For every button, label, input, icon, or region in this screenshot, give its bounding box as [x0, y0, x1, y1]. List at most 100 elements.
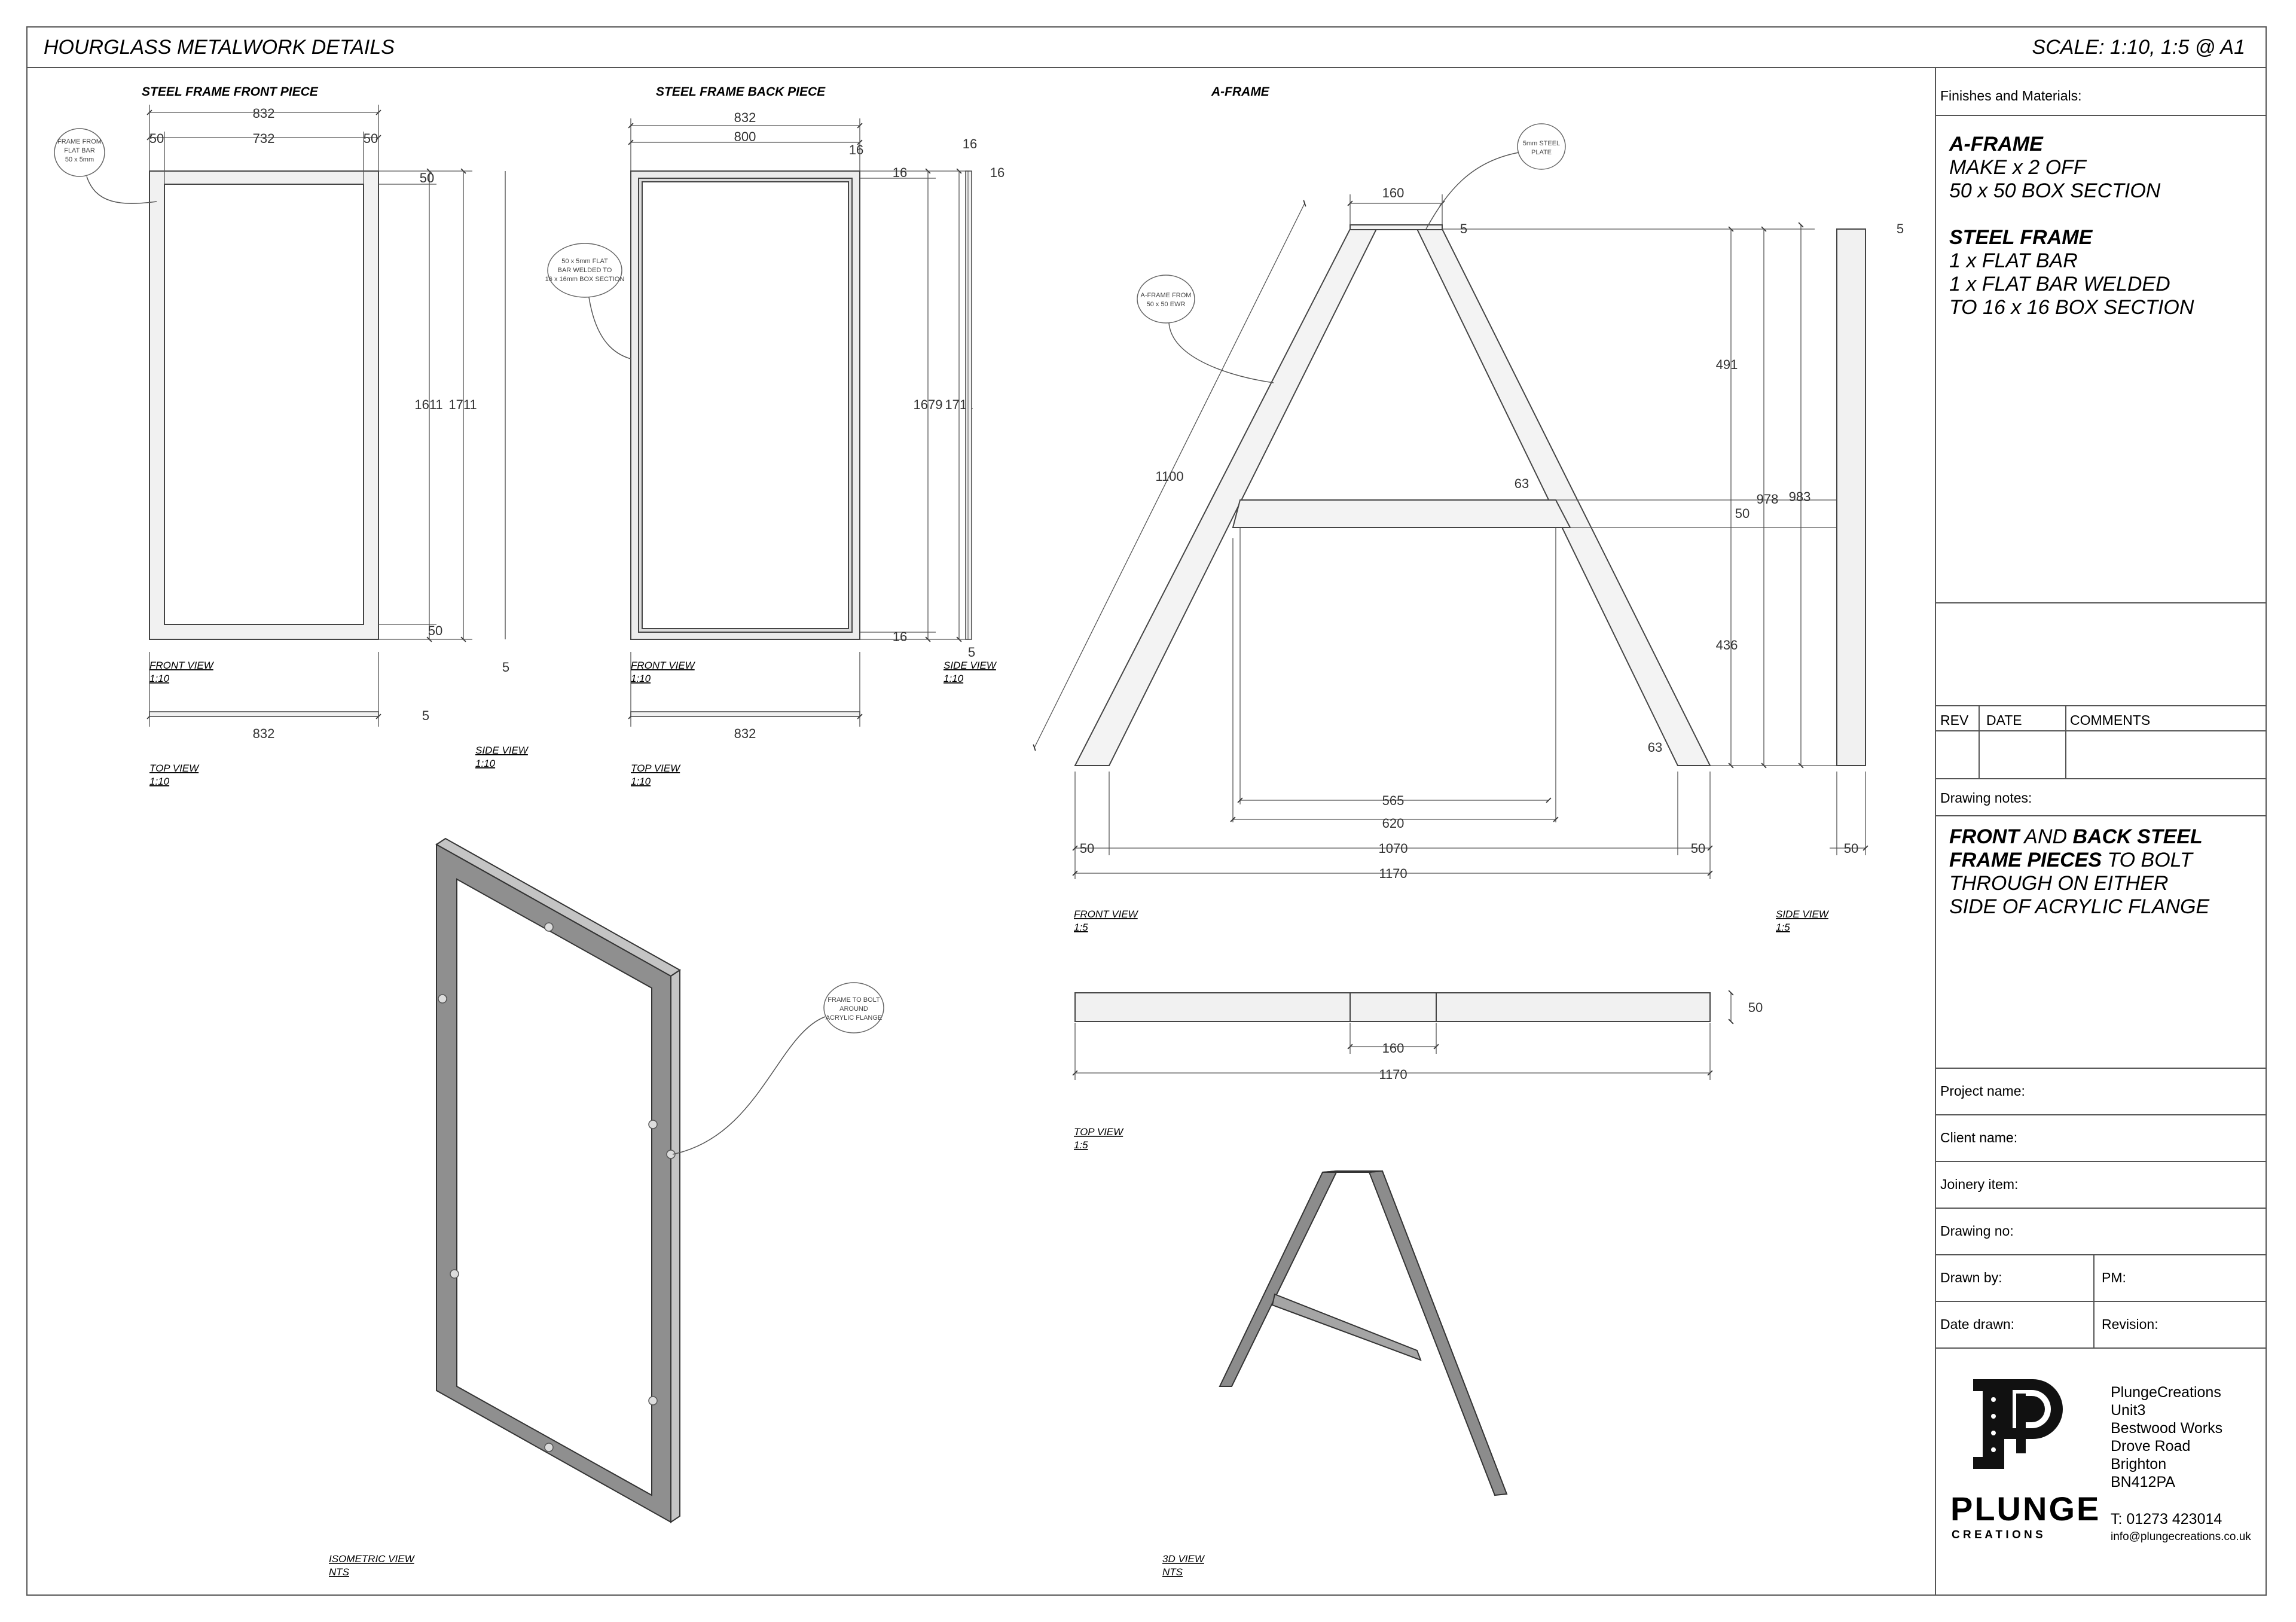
- view-3d-label: 3D VIEW: [1162, 1553, 1205, 1565]
- rev-header: REV: [1940, 712, 1969, 728]
- fp-dim-inner-h: 1611: [414, 397, 442, 412]
- logo-sub: C R E A T I O N S: [1952, 1529, 2043, 1541]
- bp-dim-side-d: 16: [990, 165, 1004, 180]
- date-drawn-field[interactable]: Date drawn:: [1940, 1316, 2014, 1332]
- bp-dim-side-w: 16: [963, 136, 977, 151]
- bp-side-view-scale: 1:10: [944, 673, 964, 684]
- joinery-item-field[interactable]: Joinery item:: [1940, 1176, 2018, 1192]
- a-frame-dimensions: [1033, 194, 1868, 879]
- revision-field[interactable]: Revision:: [2102, 1316, 2158, 1332]
- svg-text:50 x 5mm: 50 x 5mm: [65, 156, 94, 163]
- af-dim-cross: 50: [1735, 506, 1750, 521]
- svg-text:FLAT BAR: FLAT BAR: [64, 147, 95, 154]
- bp-front-view-scale: 1:10: [631, 673, 651, 684]
- a-frame-side-view: [1836, 228, 1866, 766]
- a-frame-heading: A-FRAME: [1211, 85, 1270, 99]
- fp-dim-side-thk: 5: [502, 660, 509, 675]
- fp-dim-inner-w: 732: [253, 131, 275, 146]
- svg-text:PLATE: PLATE: [1531, 149, 1552, 156]
- front-piece-note: FRAME FROM FLAT BAR 50 x 5mm: [54, 128, 157, 204]
- bp-dim-side-thk: 5: [968, 645, 975, 660]
- af-dim-side-w: 50: [1844, 841, 1858, 856]
- bp-dim-overall-w: 832: [734, 110, 756, 125]
- sheet-scale: SCALE: 1:10, 1:5 @ A1: [2032, 36, 2245, 59]
- bp-dim-box-top: 16: [849, 142, 863, 157]
- aframe-spec-title: A-FRAME: [1949, 133, 2044, 156]
- a-frame-top-dims: [1072, 990, 1734, 1080]
- fp-dim-overall-h: 1711: [448, 397, 477, 412]
- aframe-spec-line1: MAKE x 2 OFF: [1949, 156, 2087, 179]
- company-email[interactable]: info@plungecreations.co.uk: [2111, 1530, 2251, 1543]
- svg-text:50 x 5mm FLAT: 50 x 5mm FLAT: [561, 258, 608, 265]
- bp-top-view-label: TOP VIEW: [631, 763, 681, 774]
- back-piece-top-view: [630, 711, 860, 717]
- isometric-note: FRAME TO BOLT AROUND ACRYLIC FLANGE: [672, 982, 884, 1155]
- af-dim-angle-top: 63: [1515, 476, 1529, 491]
- fp-dim-top-bar: 50: [420, 170, 434, 185]
- af-dim-top-total: 1170: [1379, 1067, 1407, 1082]
- af-top-view-scale: 1:5: [1074, 1139, 1088, 1151]
- af-dim-base-inner: 1070: [1379, 841, 1408, 856]
- drawing-note-line4: SIDE OF ACRYLIC FLANGE: [1949, 895, 2209, 918]
- a-frame-material-note: A-FRAME FROM 50 x 50 EWR: [1137, 275, 1274, 383]
- svg-text:A-FRAME FROM: A-FRAME FROM: [1141, 292, 1192, 299]
- bp-side-view-label: SIDE VIEW: [944, 660, 997, 671]
- af-dim-top-w: 160: [1382, 185, 1405, 200]
- finishes-label: Finishes and Materials:: [1940, 88, 2082, 103]
- af-dim-side-plate: 5: [1897, 221, 1904, 236]
- address-line-4: Brighton: [2111, 1456, 2166, 1472]
- date-header: DATE: [1986, 712, 2022, 728]
- address-line-1: Unit3: [2111, 1402, 2145, 1419]
- af-dim-inner-span-1: 565: [1382, 793, 1405, 808]
- company-name: PlungeCreations: [2111, 1384, 2221, 1401]
- pm-field[interactable]: PM:: [2102, 1270, 2126, 1285]
- address-line-3: Drove Road: [2111, 1438, 2190, 1455]
- project-name-field[interactable]: Project name:: [1940, 1083, 2025, 1099]
- back-piece-side-view: [965, 170, 972, 640]
- comments-header: COMMENTS: [2070, 712, 2150, 728]
- drawing-note-line2: FRAME PIECES TO BOLT: [1949, 849, 2194, 871]
- svg-text:5mm STEEL: 5mm STEEL: [1523, 140, 1560, 147]
- af-top-view-label: TOP VIEW: [1074, 1126, 1124, 1138]
- front-piece-front-view: [149, 170, 379, 640]
- drawing-no-field[interactable]: Drawing no:: [1940, 1223, 2014, 1239]
- af-side-view-label: SIDE VIEW: [1776, 908, 1830, 920]
- steel-spec-line1: 1 x FLAT BAR: [1949, 249, 2078, 272]
- af-front-view-scale: 1:5: [1074, 922, 1088, 933]
- isometric-view-scale: NTS: [329, 1566, 350, 1578]
- bp-front-view-label: FRONT VIEW: [631, 660, 696, 671]
- company-phone[interactable]: T: 01273 423014: [2111, 1511, 2222, 1528]
- af-dim-inner-h: 978: [1757, 492, 1779, 507]
- svg-text:50 x 50 EWR: 50 x 50 EWR: [1147, 301, 1186, 308]
- svg-text:16 x 16mm BOX SECTION: 16 x 16mm BOX SECTION: [545, 276, 625, 283]
- svg-text:FRAME FROM: FRAME FROM: [57, 138, 102, 145]
- view-3d-scale: NTS: [1162, 1566, 1183, 1578]
- steel-spec-title: STEEL FRAME: [1949, 226, 2093, 249]
- a-frame-3d-view: [1219, 1170, 1508, 1496]
- svg-text:FRAME TO BOLT: FRAME TO BOLT: [828, 996, 880, 1004]
- client-name-field[interactable]: Client name:: [1940, 1130, 2017, 1145]
- back-piece-note: 50 x 5mm FLAT BAR WELDED TO 16 x 16mm BO…: [545, 243, 631, 359]
- title-block: [1935, 67, 2267, 1596]
- af-dim-lower-h: 436: [1716, 638, 1738, 653]
- logo-word: PLUNGE: [1950, 1490, 2100, 1528]
- drawing-note-line3: THROUGH ON EITHER: [1949, 872, 2168, 895]
- isometric-view-label: ISOMETRIC VIEW: [329, 1553, 416, 1565]
- fp-front-view-label: FRONT VIEW: [149, 660, 215, 671]
- address-line-5: BN412PA: [2111, 1474, 2175, 1490]
- bp-dim-box-t1: 16: [893, 165, 907, 180]
- isometric-view: FRAME TO BOLT AROUND ACRYLIC FLANGE ISOM…: [329, 837, 884, 1578]
- company-address: PlungeCreations Unit3 Bestwood Works Dro…: [2111, 1384, 2251, 1543]
- back-piece-drawing: STEEL FRAME BACK PIECE 832 800 16 16 16 …: [545, 85, 1005, 787]
- af-front-view-label: FRONT VIEW: [1074, 908, 1139, 920]
- af-dim-top-mid: 160: [1382, 1041, 1405, 1056]
- fp-dim-bottom-bar: 50: [428, 623, 442, 638]
- aframe-spec-line2: 50 x 50 BOX SECTION: [1949, 179, 2161, 202]
- fp-dim-overall-w: 832: [253, 106, 275, 121]
- bp-dim-box-bottom: 16: [893, 629, 907, 644]
- steel-spec-line3: TO 16 x 16 BOX SECTION: [1949, 296, 2194, 319]
- af-dim-angle-bottom: 63: [1648, 740, 1662, 755]
- drawn-by-field[interactable]: Drawn by:: [1940, 1270, 2002, 1285]
- af-dim-foot-l: 50: [1080, 841, 1094, 856]
